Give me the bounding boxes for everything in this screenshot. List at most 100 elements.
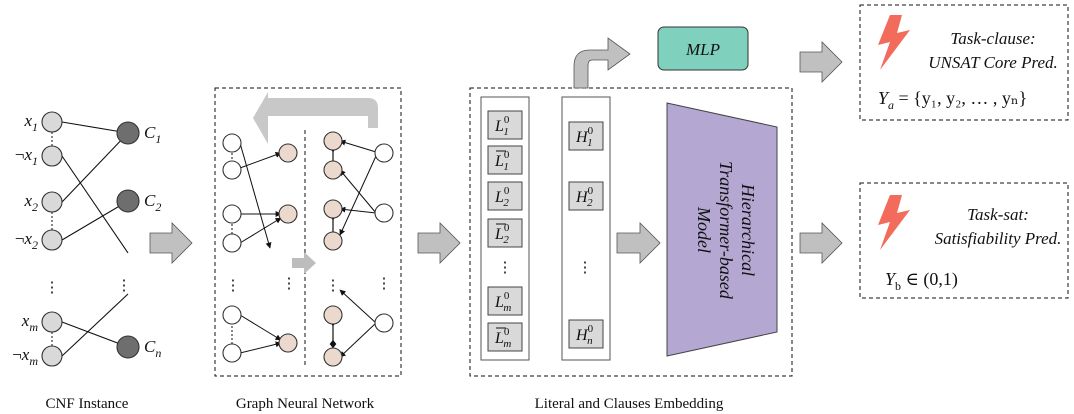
gnn-literal-node — [222, 343, 242, 363]
gnn-literal-node — [323, 305, 343, 325]
transformer-label-line-1: Hierarchical — [738, 183, 758, 276]
cnf-edges — [61, 121, 129, 357]
cnf-literal-label: xm — [21, 311, 39, 334]
gnn-ellipsis-2: ⋮ — [282, 276, 297, 292]
cnf-literal-node — [41, 311, 63, 333]
gnn-right-edges — [339, 139, 377, 358]
gnn-ellipsis-3: ⋮ — [326, 278, 341, 294]
gnn-literal-node — [222, 133, 242, 153]
gnn-literal-node — [222, 305, 242, 325]
arrow-cnf-to-gnn — [149, 222, 193, 264]
cnf-clause-ellipsis: ⋮ — [117, 278, 132, 294]
arrow-embedding-to-transformer — [616, 222, 661, 264]
gnn-clause-node — [278, 333, 298, 353]
svg-text:L02: L02 — [494, 222, 510, 246]
cnf-clause-label: Cn — [144, 337, 161, 360]
mlp-box — [657, 26, 749, 71]
arrow-gnn-to-embedding — [417, 222, 461, 264]
cnf-literal-ellipsis: ⋮ — [45, 280, 60, 296]
gnn-ellipsis-1: ⋮ — [226, 278, 241, 294]
svg-text:L02: L02 — [494, 185, 510, 209]
task-clause-title-2: UNSAT Core Pred. — [928, 53, 1058, 72]
cnf-literal-label: ¬x1 — [15, 145, 38, 168]
mlp-label: MLP — [685, 40, 720, 59]
svg-text:L0m: L0m — [494, 326, 511, 350]
arrow-to-mlp — [573, 37, 631, 89]
task-clause-title-1: Task-clause: — [950, 29, 1035, 48]
gnn-clause-node — [374, 313, 394, 333]
cnf-literal-node — [41, 229, 63, 251]
gnn-literal-node — [323, 347, 343, 367]
gnn-clause-node — [278, 204, 298, 224]
gnn-literal-node — [323, 131, 343, 151]
cnf-literal-node — [41, 191, 63, 213]
cnf-literal-label: x1 — [23, 111, 38, 134]
svg-text:L01: L01 — [494, 114, 510, 138]
cnf-clause-label: C1 — [144, 123, 161, 146]
cnf-literal-label: ¬x2 — [15, 229, 38, 252]
task-sat-box: Task-sat: Satisfiability Pred. Yb ∈ (0,1… — [859, 182, 1069, 299]
gnn-literal-node — [323, 231, 343, 251]
gnn-block: ⋮ ⋮ ⋮ ⋮ Graph Neural Network — [214, 87, 402, 412]
task-clause-formula: Ya = {y₁, y₂, … , yₙ} — [878, 88, 1027, 112]
embedding-dashed-frame — [469, 87, 793, 377]
gnn-literal-node — [222, 160, 242, 180]
task-clause-box: Task-clause: UNSAT Core Pred. Ya = {y₁, … — [859, 4, 1069, 121]
transformer-label-line-3: Model — [694, 206, 714, 253]
cnf-clause-node — [116, 335, 140, 359]
svg-text:H0n: H0n — [575, 323, 594, 347]
embedding-caption: Literal and Clauses Embedding — [535, 396, 724, 412]
gnn-dashed-frame — [214, 87, 402, 377]
gnn-left-nodes — [222, 133, 298, 363]
arrow-to-task-clause — [799, 41, 843, 83]
gnn-clause-node — [278, 143, 298, 163]
cnf-clause-label: C2 — [144, 191, 161, 214]
gnn-literal-node — [222, 233, 242, 253]
gnn-literal-node — [323, 199, 343, 219]
task-sat-title-2: Satisfiability Pred. — [935, 229, 1062, 248]
transformer-label: Hierarchical Transformer-based Model — [694, 161, 758, 300]
gnn-literal-node — [323, 160, 343, 180]
cnf-literal-node — [41, 145, 63, 167]
gnn-ellipsis-4: ⋮ — [377, 276, 392, 292]
arrow-to-task-sat — [799, 222, 843, 264]
task-sat-title-1: Task-sat: — [967, 205, 1029, 224]
gnn-feedback-arrow — [253, 92, 378, 144]
cnf-literal-node — [41, 345, 63, 367]
cnf-clause-node — [116, 189, 140, 213]
gnn-right-nodes — [323, 131, 394, 367]
lightning-icon — [878, 195, 910, 250]
task-sat-formula: Yb ∈ (0,1) — [885, 269, 958, 293]
clause-embedding-ellipsis: ⋮ — [578, 260, 593, 276]
svg-text:L01: L01 — [494, 149, 510, 173]
gnn-clause-node — [374, 203, 394, 223]
gnn-transfer-arrow — [292, 252, 316, 274]
svg-text:H01: H01 — [575, 125, 594, 149]
cnf-literal-node — [41, 111, 63, 133]
gnn-left-edges — [239, 142, 282, 354]
cnf-caption: CNF Instance — [46, 396, 129, 412]
svg-text:L0m: L0m — [494, 290, 511, 314]
cnf-literal-label: x2 — [23, 191, 38, 214]
literal-embedding-ellipsis: ⋮ — [498, 260, 513, 276]
cnf-clause-node — [116, 121, 140, 145]
gnn-literal-node — [222, 204, 242, 224]
lightning-icon — [878, 15, 910, 70]
gnn-caption: Graph Neural Network — [236, 396, 375, 412]
